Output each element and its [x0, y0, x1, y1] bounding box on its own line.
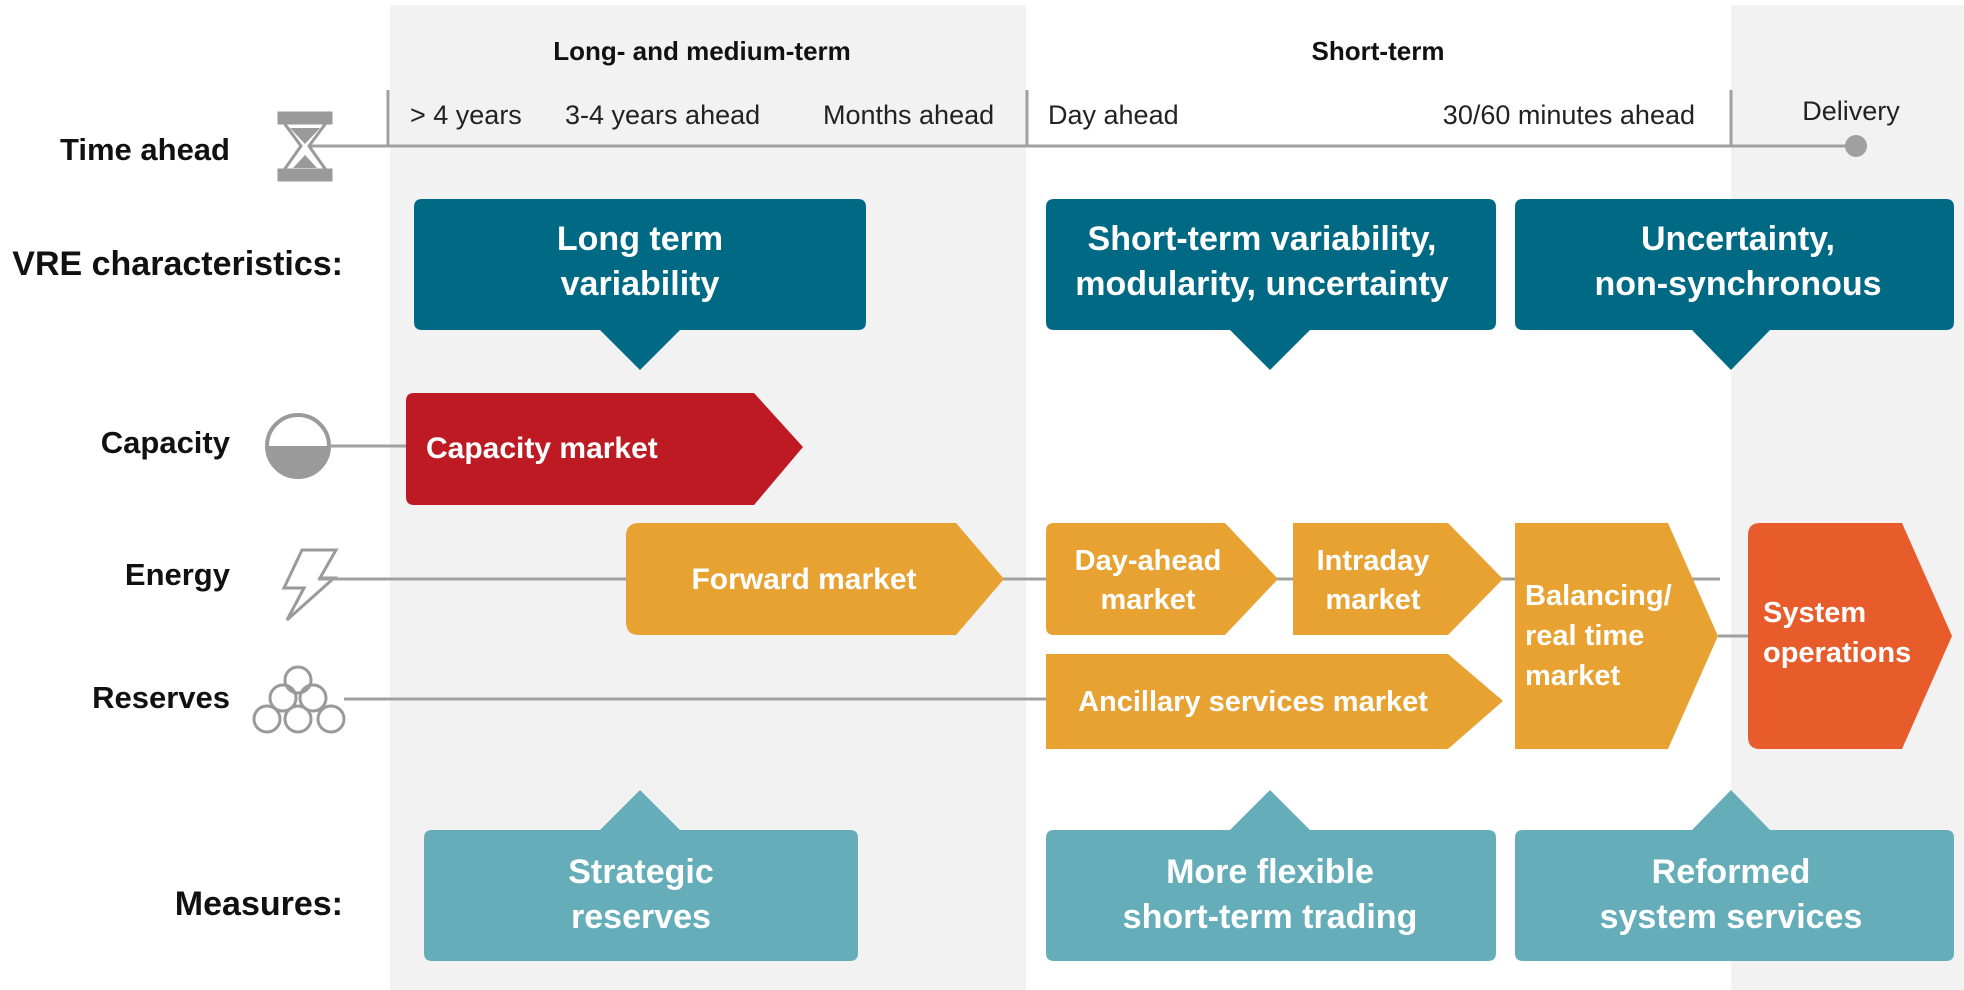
intraday-market-box: Intraday market [1293, 523, 1503, 635]
row-label-reserves: Reserves [92, 680, 230, 715]
balancing-label: market [1525, 660, 1620, 692]
intraday-label: Intraday [1317, 545, 1430, 577]
measure-callout-text: More flexible [1166, 853, 1374, 891]
system-operations-label: operations [1763, 637, 1911, 669]
tick-day-ahead: Day ahead [1048, 100, 1179, 130]
vre-callout-text: Uncertainty, [1641, 220, 1835, 258]
vre-callout-text: modularity, uncertainty [1075, 265, 1449, 303]
row-label-capacity: Capacity [101, 425, 231, 460]
forward-market-box: Forward market [626, 523, 1004, 635]
system-operations-label: System [1763, 597, 1866, 629]
capacity-market-box: Capacity market [406, 393, 803, 505]
row-label-measures: Measures: [175, 885, 343, 923]
delivery-marker [1845, 135, 1867, 157]
balancing-label: Balancing/ [1525, 580, 1672, 612]
row-label-energy: Energy [125, 557, 231, 592]
tick-3-4-years: 3-4 years ahead [565, 100, 760, 130]
measure-callout-text: short-term trading [1123, 898, 1418, 936]
measure-callout-text: Reformed [1652, 853, 1811, 891]
gauge-half-icon [265, 413, 410, 479]
day-ahead-label: market [1100, 584, 1195, 616]
row-label-vre: VRE characteristics: [12, 245, 343, 283]
intraday-label: market [1325, 584, 1420, 616]
hourglass-icon [277, 111, 333, 182]
ancillary-services-market-box: Ancillary services market [1046, 654, 1503, 749]
stacked-coins-icon [252, 665, 346, 734]
vre-callout-short-term: Short-term variability, modularity, unce… [1046, 199, 1496, 370]
measure-callout-text: system services [1600, 898, 1863, 936]
measure-callout-text: Strategic [568, 853, 714, 891]
tick-months-ahead: Months ahead [823, 100, 994, 130]
vre-callout-text: Short-term variability, [1088, 220, 1437, 258]
forward-market-label: Forward market [691, 563, 916, 596]
vre-callout-long-term: Long term variability [414, 199, 866, 370]
vre-callout-text: Long term [557, 220, 723, 258]
period-long-medium-header: Long- and medium-term [553, 36, 851, 66]
day-ahead-label: Day-ahead [1075, 545, 1222, 577]
lightning-bolt-icon [281, 548, 339, 622]
vre-callout-text: non-synchronous [1594, 265, 1881, 303]
balancing-label: real time [1525, 620, 1644, 652]
system-operations-box: System operations [1748, 523, 1952, 749]
ancillary-label: Ancillary services market [1078, 686, 1428, 718]
balancing-market-box: Balancing/ real time market [1515, 523, 1718, 749]
capacity-market-label: Capacity market [426, 432, 658, 465]
tick-delivery: Delivery [1802, 96, 1900, 126]
row-label-time-ahead: Time ahead [60, 132, 230, 167]
measure-callout-system-services: Reformed system services [1515, 790, 1954, 961]
measure-callout-flexible-trading: More flexible short-term trading [1046, 790, 1496, 961]
measure-callout-text: reserves [571, 898, 711, 936]
delivery-band [1731, 5, 1964, 990]
vre-callout-text: variability [561, 265, 720, 303]
period-short-term-header: Short-term [1312, 36, 1445, 66]
day-ahead-market-box: Day-ahead market [1046, 523, 1278, 635]
tick-gt4-years: > 4 years [410, 100, 522, 130]
measure-callout-strategic-reserves: Strategic reserves [424, 790, 858, 961]
tick-30-60-minutes: 30/60 minutes ahead [1443, 100, 1695, 130]
vre-callout-uncertainty: Uncertainty, non-synchronous [1515, 199, 1954, 370]
